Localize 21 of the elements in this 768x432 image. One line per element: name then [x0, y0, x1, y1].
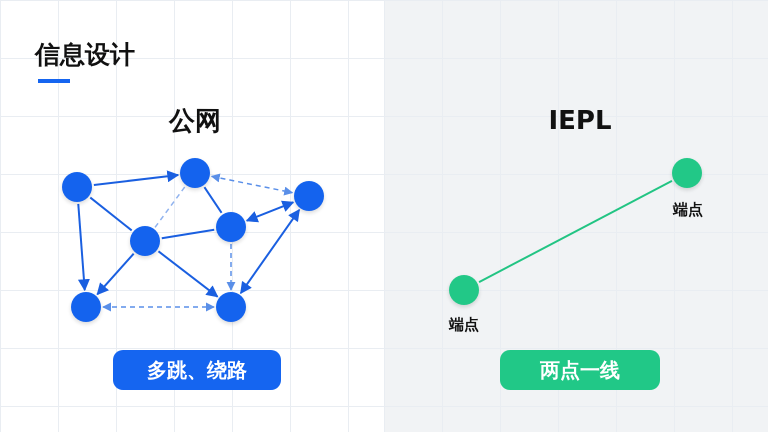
tag-badge: 两点一线 — [500, 350, 660, 390]
arrow — [240, 208, 300, 294]
tag-badge: 多跳、绕路 — [113, 350, 281, 390]
section-heading: IEPL — [548, 106, 612, 136]
arrow — [96, 253, 134, 296]
arrow — [77, 204, 90, 292]
section-heading: 公网 — [169, 106, 221, 138]
connector-line — [204, 186, 222, 214]
connector-line — [478, 180, 672, 283]
connector-line — [162, 228, 214, 240]
arrow — [226, 244, 236, 291]
node-caption: 端点 — [449, 316, 479, 334]
node-caption: 端点 — [673, 200, 703, 220]
connector-line — [154, 186, 186, 228]
arrow — [102, 302, 215, 312]
arrow — [158, 250, 218, 298]
arrow — [246, 200, 294, 222]
title: 信息设计 — [35, 39, 135, 71]
arrow — [210, 174, 294, 196]
connector-line — [90, 196, 132, 232]
arrow — [94, 170, 180, 186]
